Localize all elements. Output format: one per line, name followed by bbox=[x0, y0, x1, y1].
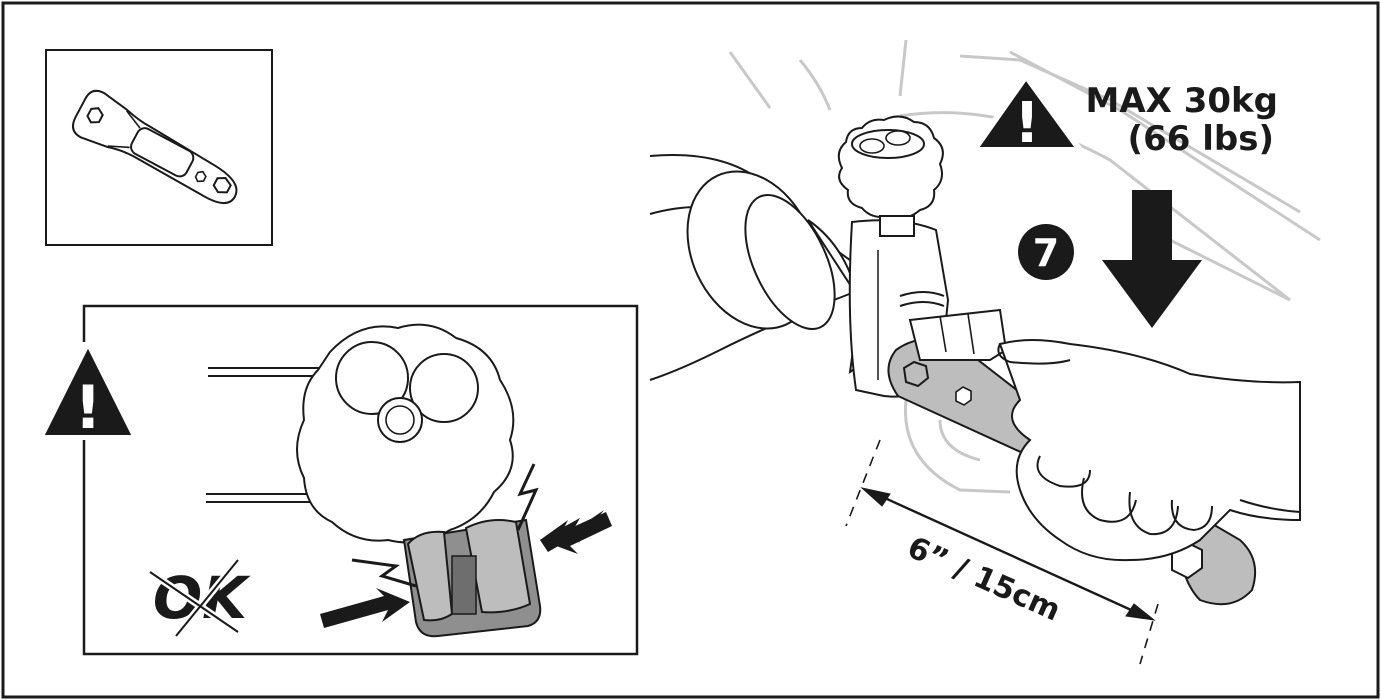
left-press-arrow bbox=[320, 588, 410, 628]
hand bbox=[997, 339, 1301, 562]
clamp-block bbox=[402, 518, 542, 638]
down-arrow-icon bbox=[1102, 190, 1202, 328]
load-warning-glyph: ! bbox=[1014, 91, 1040, 156]
step-number: 7 bbox=[1033, 231, 1059, 275]
stress-mark-right bbox=[516, 463, 539, 531]
warning-glyph: ! bbox=[74, 373, 101, 443]
incorrect-usage-inset: OK bbox=[82, 304, 639, 656]
stress-mark-left bbox=[351, 558, 417, 588]
wrench-tool-icon bbox=[72, 89, 238, 205]
right-press-arrow bbox=[540, 512, 612, 554]
step-number-badge: 7 bbox=[1018, 224, 1074, 280]
warning-triangle-icon: ! bbox=[37, 339, 139, 443]
dimension-line bbox=[845, 439, 1159, 665]
ok-text: OK bbox=[153, 564, 251, 632]
max-load-line2: (66 lbs) bbox=[1128, 119, 1274, 159]
crossed-ok-icon: OK bbox=[148, 557, 251, 639]
clamp-knob bbox=[837, 115, 944, 237]
load-warning-triangle-icon: ! bbox=[971, 73, 1083, 156]
hex-nut bbox=[902, 360, 930, 388]
knob-right-lobe bbox=[409, 353, 479, 423]
tool-thumbnail-box bbox=[45, 49, 273, 246]
max-load-line1: MAX 30kg bbox=[1086, 81, 1278, 121]
knob-left-lobe bbox=[335, 341, 409, 415]
